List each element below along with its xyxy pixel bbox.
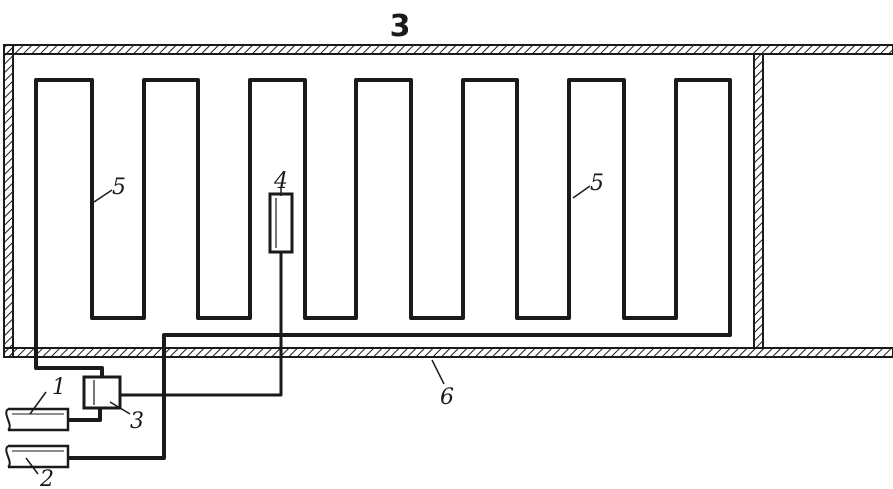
- leader-coil-left: [93, 189, 113, 203]
- leader-valve: [109, 401, 131, 415]
- leader-pipe-outlet: [25, 457, 39, 475]
- label-sensor: 4: [273, 169, 288, 194]
- leader-coil-right: [572, 185, 591, 199]
- leader-wall: [431, 359, 445, 385]
- label-valve: 3: [130, 409, 144, 434]
- inlet-pipe: [5, 407, 70, 432]
- figure-title: 3: [390, 9, 411, 44]
- partition-wall: [753, 53, 764, 349]
- inlet-connection: [34, 348, 104, 378]
- outlet-pipe: [5, 444, 70, 469]
- enclosure-walls: [3, 44, 893, 358]
- bottom-wall: [3, 347, 893, 358]
- top-wall: [3, 44, 893, 55]
- valve-to-inlet-pipe: [68, 408, 102, 422]
- heating-coil: [34, 78, 732, 460]
- control-valve: [82, 375, 122, 410]
- sensor-signal-line: [118, 252, 283, 397]
- label-coil-right: 5: [590, 171, 604, 196]
- leader-pipe-inlet: [29, 391, 47, 415]
- label-coil-left: 5: [112, 175, 126, 200]
- leader-lines: [25, 185, 591, 475]
- label-pipe-outlet: 2: [39, 467, 54, 489]
- label-wall: 6: [440, 385, 454, 410]
- left-wall: [3, 44, 14, 358]
- temperature-sensor: [268, 192, 294, 254]
- label-pipe-inlet: 1: [52, 375, 66, 400]
